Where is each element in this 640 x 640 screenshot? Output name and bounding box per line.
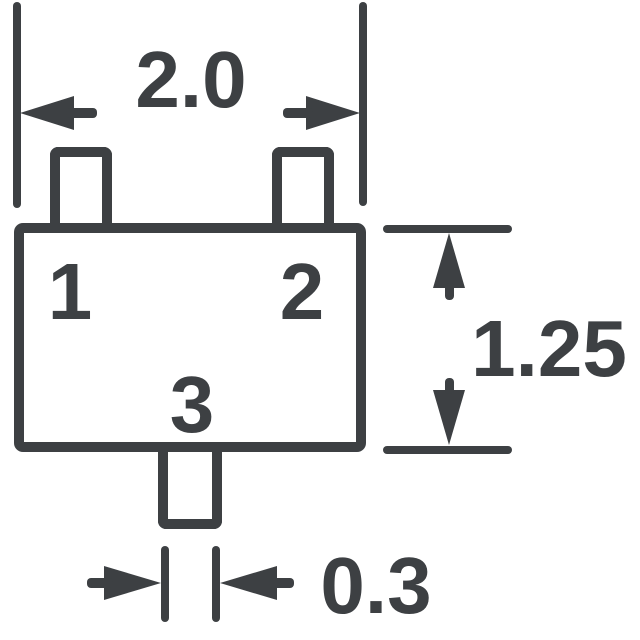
pin-2-lead (272, 147, 334, 233)
arrow-inward-right-tail (87, 578, 113, 588)
extension-line-left (13, 2, 21, 208)
pin-3-label: 3 (169, 360, 215, 449)
arrow-up-tail (445, 283, 454, 300)
pin-3-lead (158, 442, 222, 529)
arrow-right-tail (283, 108, 313, 118)
pin-1-lead (50, 147, 112, 233)
package-body (14, 223, 366, 452)
arrow-inward-left-tail (269, 578, 294, 588)
pin-2-label: 2 (279, 247, 325, 336)
arrow-up-icon (433, 233, 465, 288)
arrow-down-icon (433, 390, 465, 445)
arrow-down-tail (445, 378, 454, 394)
arrow-left-tail (66, 108, 97, 118)
body-height-dimension-label: 1.25 (471, 304, 627, 393)
reference-line-top (383, 225, 512, 233)
body-width-dimension-label: 2.0 (135, 35, 247, 124)
extension-line-lead-left (161, 546, 169, 622)
pin-1-label: 1 (47, 247, 93, 336)
extension-line-right (359, 2, 367, 206)
extension-line-lead-right (212, 546, 220, 622)
arrow-right-icon (306, 96, 360, 130)
reference-line-bottom (383, 446, 512, 454)
lead-width-dimension-label: 0.3 (320, 541, 432, 630)
